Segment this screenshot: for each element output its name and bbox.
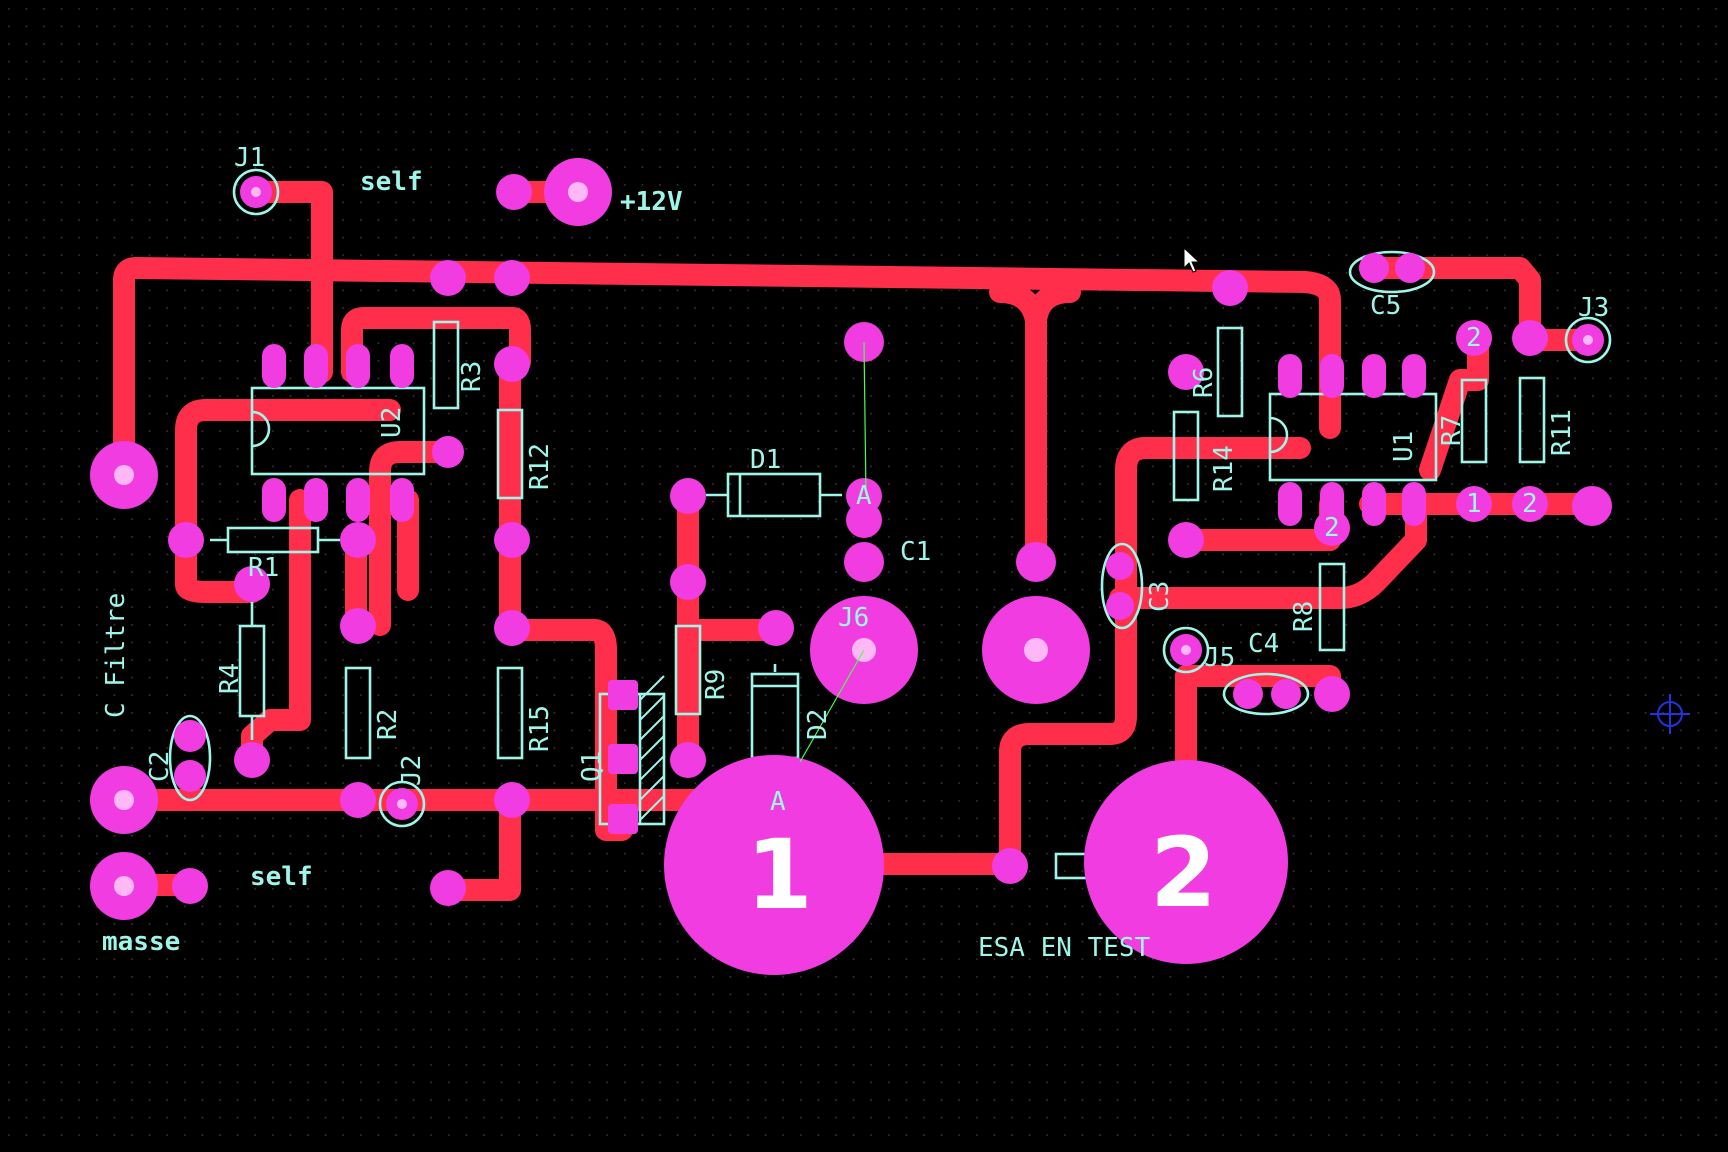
label-r3: R3 — [457, 361, 487, 392]
label-c2: C2 — [145, 751, 175, 782]
label-j5: J5 — [1204, 643, 1235, 673]
label-pin2-b: 2 — [1522, 489, 1538, 519]
label-r7: R7 — [1437, 415, 1467, 446]
label-big-1: 1 — [746, 819, 813, 931]
arrow-pointer-icon — [1183, 246, 1201, 273]
label-esa-en-test: ESA EN TEST — [978, 933, 1151, 963]
ratsnest-lines — [799, 341, 867, 763]
label-r12: R12 — [525, 443, 555, 490]
label-r15: R15 — [525, 705, 555, 752]
label-r11: R11 — [1547, 409, 1577, 456]
label-pin2-a: 2 — [1466, 323, 1482, 353]
label-c3: C3 — [1145, 581, 1175, 612]
label-d2: D2 — [803, 709, 833, 740]
label-u1: U1 — [1389, 431, 1419, 462]
crosshair-target-icon[interactable] — [1650, 694, 1690, 734]
label-anode-a: A — [856, 481, 872, 511]
label-r14: R14 — [1209, 445, 1239, 492]
label-j1: J1 — [234, 143, 265, 173]
label-r4: R4 — [215, 663, 245, 694]
label-big-2: 2 — [1150, 817, 1217, 929]
label-r1: R1 — [248, 553, 279, 583]
label-j2: J2 — [397, 755, 427, 786]
label-u2: U2 — [377, 407, 407, 438]
pads-layer — [90, 158, 1612, 975]
label-r9: R9 — [701, 669, 731, 700]
label-anode-b: A — [770, 787, 786, 817]
label-self-top: self — [360, 167, 423, 197]
designator-labels: J1 self +12V C Filtre self masse U2 R3 R… — [101, 143, 1609, 963]
label-c-filtre: C Filtre — [101, 593, 131, 718]
label-c1: C1 — [900, 537, 931, 567]
label-masse: masse — [102, 927, 180, 957]
silkscreen-layer — [168, 250, 1546, 880]
copper-tracks — [113, 181, 1603, 901]
label-c4: C4 — [1248, 629, 1279, 659]
label-self-bottom: self — [250, 862, 313, 892]
label-r8: R8 — [1289, 601, 1319, 632]
label-d1: D1 — [750, 445, 781, 475]
label-r6: R6 — [1189, 367, 1219, 398]
label-pin1: 1 — [1466, 489, 1482, 519]
label-r2: R2 — [373, 709, 403, 740]
label-j3: J3 — [1578, 293, 1609, 323]
label-q1: Q1 — [577, 751, 607, 782]
label-j6: J6 — [838, 603, 869, 633]
label-c5: C5 — [1370, 291, 1401, 321]
label-plus12v: +12V — [620, 187, 683, 217]
label-pin2-c: 2 — [1324, 513, 1340, 543]
